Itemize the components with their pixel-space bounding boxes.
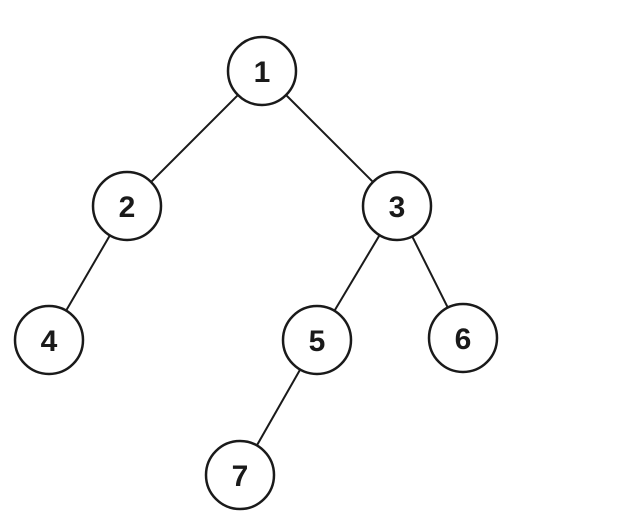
node-circle [226,35,298,107]
node-label: 7 [232,460,249,493]
tree-node-6: 6 [427,302,499,374]
node-label: 4 [41,325,58,358]
tree-node-3: 3 [361,170,433,242]
node-circle [91,170,163,242]
tree-node-1: 1 [226,35,298,107]
node-circle [281,304,353,376]
node-label: 6 [455,323,472,356]
tree-node-2: 2 [91,170,163,242]
node-label: 2 [119,191,136,224]
node-circle [204,439,276,511]
node-label: 3 [389,191,406,224]
tree-node-4: 4 [13,304,85,376]
node-label: 5 [309,325,326,358]
tree-node-7: 7 [204,439,276,511]
tree-node-5: 5 [281,304,353,376]
node-circle [13,304,85,376]
node-label: 1 [254,56,271,89]
node-circle [361,170,433,242]
node-circle [427,302,499,374]
